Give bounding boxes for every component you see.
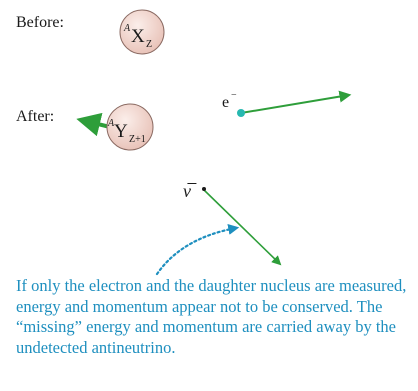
antineutrino: ν̅ (183, 181, 280, 264)
daughter-recoil-arrow (81, 120, 110, 127)
caption-pointer-arrow (157, 228, 236, 274)
antineutrino-momentum-arrow (204, 190, 280, 264)
electron-label: e (222, 94, 229, 111)
electron-charge: − (231, 90, 237, 101)
parent-nucleus-mass-number: A (123, 23, 131, 34)
caption: If only the electron and the daughter nu… (16, 276, 412, 358)
electron-momentum-arrow (241, 95, 349, 113)
antineutrino-dot (202, 187, 206, 191)
parent-nucleus-atomic-number: Z (146, 39, 152, 50)
daughter-nucleus-symbol: Y (114, 121, 128, 142)
electron: e − (222, 90, 349, 117)
parent-nucleus-symbol: X (131, 26, 145, 47)
antineutrino-label: ν̅ (183, 181, 197, 201)
daughter-nucleus: A Y Z+1 (107, 104, 153, 150)
daughter-nucleus-atomic-number: Z+1 (129, 134, 146, 145)
electron-dot (237, 109, 245, 117)
parent-nucleus: A X Z (120, 10, 164, 54)
